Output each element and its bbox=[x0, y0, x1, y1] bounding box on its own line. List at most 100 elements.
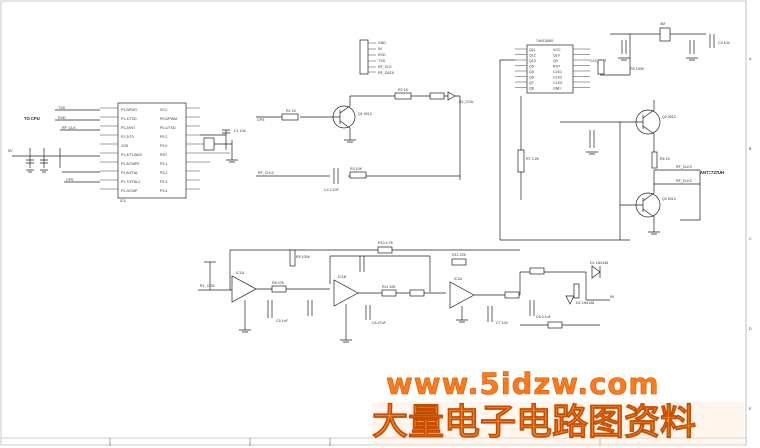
opamp-3: IC2A bbox=[454, 277, 463, 281]
ant-label: ANT=737UH bbox=[700, 170, 724, 175]
counter-ic: 74HC4060 Q11 Q12 Q13 Q5 Q4 Q6 Q7 Q8 VCC … bbox=[499, 39, 630, 241]
counter-pr6: CLK3 bbox=[553, 81, 562, 85]
mcu-pin-r0: VCC bbox=[160, 108, 168, 112]
counter-pr1: Q10 bbox=[553, 54, 560, 58]
watermark: www.5idzw.com 大量电子电路图资料 bbox=[372, 367, 744, 446]
counter-pl7: Q8 bbox=[529, 87, 534, 91]
d1-label: D1 1N4148 bbox=[590, 261, 608, 265]
net-rf-cls: RF_CLK bbox=[62, 126, 76, 130]
r5-label: R6 1K bbox=[660, 157, 671, 161]
c5-label: C5 1nF bbox=[276, 319, 289, 323]
mcu-left-nets: TO CPU TXD RXD RF_CLK CPS 5V bbox=[8, 106, 100, 183]
r-bias: R5 100K bbox=[630, 67, 645, 71]
q1-label: Q1 9013 bbox=[358, 112, 372, 116]
mcu-pin-l9: P2.0/CMP bbox=[121, 189, 138, 193]
header-connector: GND 5V RXD TXD RF_CLK RF_DATA bbox=[359, 39, 394, 75]
counter-ref: 74HC4060 bbox=[536, 39, 553, 43]
mcu-pin-l2: P1.2/INT bbox=[121, 126, 136, 130]
mcu-pin-r3: P0.2 bbox=[160, 135, 167, 139]
counter-pl4: Q4 bbox=[529, 70, 534, 74]
q2-label: Q2 9012 bbox=[662, 115, 676, 119]
cap-c3: C3 104 bbox=[718, 41, 730, 45]
counter-pr0: VCC bbox=[553, 48, 561, 52]
r10-label: R11 10K bbox=[382, 285, 396, 289]
header-pin-1: 5V bbox=[378, 47, 383, 51]
counter-pr5: CLK2 bbox=[553, 76, 562, 80]
counter-pr7: GND bbox=[553, 87, 561, 91]
mcu-pin-r8: P3.3 bbox=[160, 180, 167, 184]
rf-clk-net: RF_CLK2 bbox=[258, 171, 274, 175]
r8-label: R9 100K bbox=[296, 255, 311, 259]
r11-label: R12 22K bbox=[452, 253, 467, 257]
header-pin-2: RXD bbox=[378, 53, 386, 57]
counter-pr2: Q9 bbox=[553, 59, 558, 63]
r2-label: R2 1K bbox=[398, 88, 409, 92]
mcu-ic: IC4 P1.0/RXD P1.1/TXD P1.2/INT P1.3/T0 V… bbox=[100, 102, 230, 203]
mcu-pin-l3: P1.3/T0 bbox=[121, 135, 134, 139]
counter-pl2: Q13 bbox=[529, 59, 536, 63]
coil-label: R1_COIL bbox=[459, 100, 474, 104]
antenna-driver: Q2 9012 Q3 9013 R6 1K ANT=737UH RF_CLK3 … bbox=[517, 96, 724, 240]
rf-clk2-label: RF_CLK2 bbox=[676, 179, 692, 183]
r-antenna: R7 2.2K bbox=[526, 157, 540, 161]
crystal-oscillator: 4M R5 100K C3 104 bbox=[597, 22, 730, 76]
header-pin-0: GND bbox=[378, 41, 386, 45]
c8-label: C8 0.1uF bbox=[536, 315, 552, 319]
mcu-pin-l7: P1.6/XTAL bbox=[121, 171, 138, 175]
mcu-pin-r9: P3.4 bbox=[160, 189, 167, 193]
r3-label: R3 10K bbox=[350, 167, 363, 171]
mcu-pin-r5: RST bbox=[160, 153, 168, 157]
counter-pl6: Q7 bbox=[529, 81, 534, 85]
mcu-pin-r6: P3.1 bbox=[160, 162, 167, 166]
crystal-label: 4M bbox=[660, 22, 665, 26]
vcc-left: 5V bbox=[8, 149, 13, 153]
watermark-title: 大量电子电路图资料 bbox=[372, 402, 696, 443]
to-cpu-label: TO CPU bbox=[24, 116, 40, 121]
border-row-a: A bbox=[749, 57, 752, 61]
mcu-ref: IC4 bbox=[120, 199, 126, 203]
opamp-2: IC1B bbox=[338, 275, 347, 279]
border-row-c: C bbox=[749, 237, 752, 241]
r9-label: R10 4.7K bbox=[378, 241, 394, 245]
watermark-url: www.5idzw.com bbox=[386, 367, 660, 401]
mcu-pin-r4: P3.0 bbox=[160, 144, 167, 148]
r7-label: R8 47K bbox=[272, 281, 285, 285]
transistor-q1: Q1 9013 R1 1K R2 1K R1_COIL CPS bbox=[256, 88, 474, 180]
c7-label: C7 104 bbox=[496, 321, 508, 325]
d2-label: D2 1N4148 bbox=[576, 301, 594, 305]
mcu-pin-l5: P1.4/T1/ADC bbox=[121, 153, 143, 157]
counter-pl5: Q6 bbox=[529, 76, 534, 80]
net-txd: TXD bbox=[58, 106, 66, 110]
opamp-1: IC1A bbox=[236, 271, 245, 275]
header-pin-5: RF_DATA bbox=[378, 71, 394, 75]
q3-label: Q3 9013 bbox=[662, 197, 676, 201]
mcu-pin-l4: VSS bbox=[121, 144, 129, 148]
net-rxd: RXD bbox=[58, 116, 66, 120]
opamp-chain: IC1A IC1B IC2A R8 47K R9 100K R10 4.7K R… bbox=[198, 241, 615, 343]
mcu-pin-r7: P3.2 bbox=[160, 171, 167, 175]
net-cps: CPS bbox=[66, 178, 74, 182]
rf-clk3-label: RF_CLK3 bbox=[676, 165, 692, 169]
counter-pl1: Q12 bbox=[529, 54, 536, 58]
cap-c1: C1 104 bbox=[234, 129, 246, 133]
border-row-d: D bbox=[749, 327, 752, 331]
mcu-pin-l6: P1.5/CMP0 bbox=[121, 162, 139, 166]
counter-pl0: Q11 bbox=[529, 48, 536, 52]
mcu-pin-l8: P1.7/XTAL2 bbox=[121, 180, 140, 184]
r1-label: R1 1K bbox=[286, 109, 297, 113]
counter-pl3: Q5 bbox=[529, 65, 534, 69]
cap-c4: C4 2.2nF bbox=[324, 188, 340, 192]
mcu-pin-l0: P1.0/RXD bbox=[121, 108, 137, 112]
net-cps-2: CPS bbox=[257, 118, 265, 122]
counter-pr4: CLK1 bbox=[553, 70, 562, 74]
border-row-e: E bbox=[749, 407, 752, 411]
c6-label: C6 47uF bbox=[372, 321, 387, 325]
input-label: R1_COIL bbox=[200, 284, 215, 288]
mcu-pin-r1: P0.0/PWM bbox=[160, 117, 177, 121]
counter-pr3: RST bbox=[553, 65, 561, 69]
header-pin-4: RF_CLK bbox=[378, 65, 392, 69]
border-row-b: B bbox=[749, 147, 752, 151]
vcc-right: 5V bbox=[610, 295, 615, 299]
